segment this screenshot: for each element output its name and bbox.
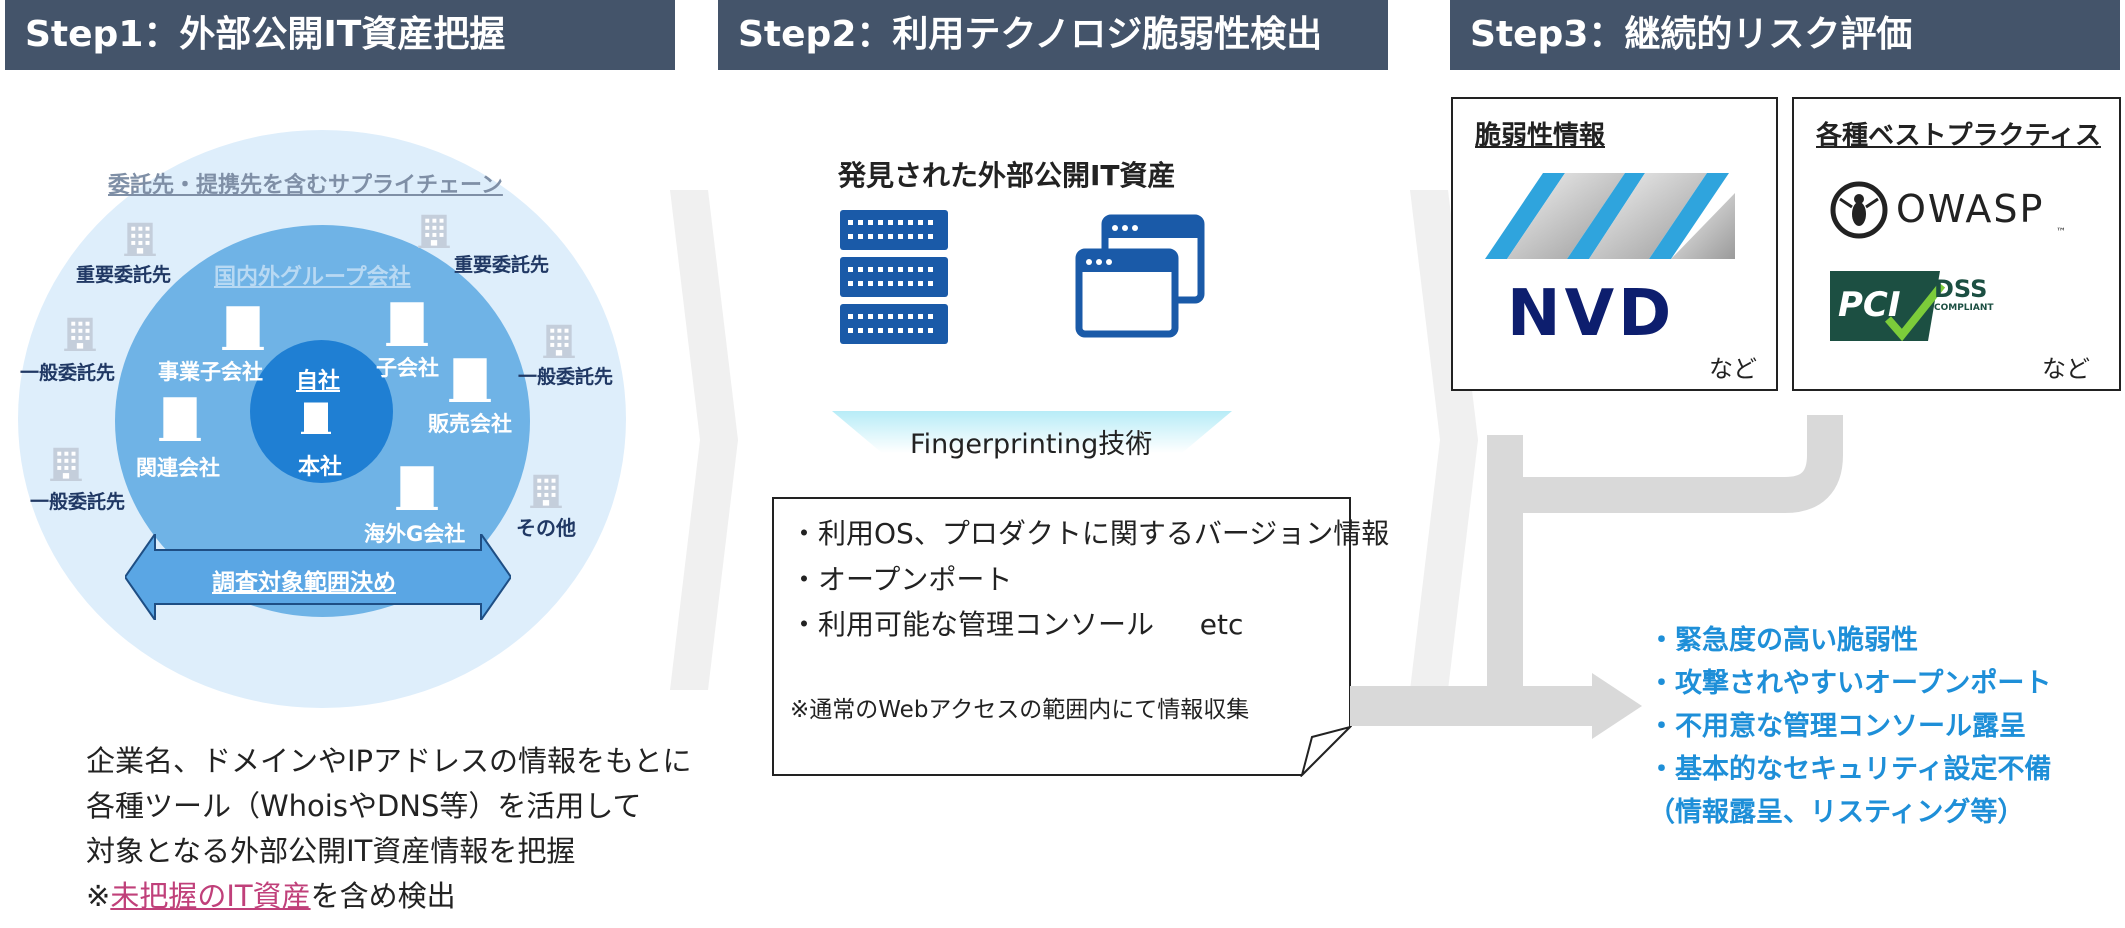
step1-header: Step1：外部公開IT資産把握 — [5, 0, 675, 70]
middle-item-overseas: 海外G会社 — [364, 522, 466, 546]
middle-item-sales: 販売会社 — [428, 412, 512, 436]
step3-title: Step3：継続的リスク評価 — [1470, 14, 1913, 55]
general-contractor-building-icon — [543, 320, 575, 358]
important-contractor-building-icon — [124, 218, 156, 256]
outer-item-general-contractor-left: 一般委託先 — [20, 362, 116, 384]
step2-title: Step2：利用テクノロジ脆弱性検出 — [738, 14, 1323, 55]
scope-definition-arrow — [125, 534, 511, 620]
findings-collection-note: ※通常のWebアクセスの範囲内にて情報収集 — [790, 697, 1250, 723]
vulnerability-info-title: 脆弱性情報 — [1475, 121, 1606, 151]
pci-dss-shield-icon — [1830, 271, 1946, 341]
middle-item-affiliate: 関連会社 — [136, 456, 220, 480]
other-building-icon — [530, 470, 562, 508]
owasp-wasp-icon — [1830, 181, 1888, 239]
step2-header: Step2：利用テクノロジ脆弱性検出 — [718, 0, 1388, 70]
sales-company-building-icon — [449, 352, 491, 402]
step1-to-step2-chevron — [670, 190, 738, 690]
result-item-attackable-ports: ・攻撃されやすいオープンポート — [1648, 668, 2052, 699]
vulnerability-info-etc: など — [1709, 355, 1757, 383]
step1-description-line3: 対象となる外部公開IT資産情報を把握 — [86, 834, 576, 868]
browser-windows-icon — [1075, 214, 1205, 338]
fingerprinting-beam — [832, 411, 1232, 453]
subsidiary-building-icon — [386, 296, 428, 346]
best-practices-title: 各種ベストプラクティス — [1816, 121, 2101, 151]
findings-item-open-ports: ・オープンポート — [790, 563, 1013, 596]
findings-note-box-frame — [772, 497, 1352, 777]
general-contractor-building-icon — [64, 313, 96, 351]
own-company-label: 自社 — [296, 369, 341, 394]
headquarters-label: 本社 — [298, 455, 343, 480]
step3-header: Step3：継続的リスク評価 — [1450, 0, 2120, 70]
headquarters-building-icon — [301, 396, 331, 436]
nvd-chevron-logo-icon — [1485, 173, 1735, 259]
step1-note: ※未把握のIT資産を含め検出 — [86, 873, 456, 915]
vulnerability-info-box: 脆弱性情報 NVD など — [1451, 97, 1778, 391]
middle-item-business-subsidiary: 事業子会社 — [158, 360, 263, 384]
result-item-urgent-vulnerabilities: ・緊急度の高い脆弱性 — [1648, 625, 1918, 656]
supply-chain-label: 委託先・提携先を含むサプライチェーン — [108, 173, 503, 198]
outer-item-general-contractor-lower: 一般委託先 — [30, 491, 126, 513]
group-companies-label: 国内外グループ会社 — [214, 265, 411, 290]
important-contractor-building-icon — [418, 210, 450, 248]
dss-compliant-text: COMPLIANT — [1934, 303, 1994, 313]
discovered-assets-title: 発見された外部公開IT資産 — [838, 159, 1176, 192]
subsidiary-business-building-icon — [222, 300, 264, 350]
middle-item-subsidiary: 子会社 — [376, 356, 439, 380]
general-contractor-building-icon — [50, 443, 82, 481]
best-practice-connector — [1500, 415, 1843, 513]
findings-item-admin-console: ・利用可能な管理コンソール etc — [790, 608, 1244, 641]
result-item-security-misconfig: ・基本的なセキュリティ設定不備 — [1648, 754, 2052, 785]
unmanaged-assets-link: 未把握のIT資産 — [110, 879, 311, 913]
step1-description-line1: 企業名、ドメインやIPアドレスの情報をもとに — [86, 744, 692, 778]
scope-definition-label: 調査対象範囲決め — [212, 570, 396, 596]
nvd-logo-text: NVD — [1507, 277, 1676, 351]
best-practices-etc: など — [2042, 355, 2090, 383]
dss-logo-text: DSS — [1934, 275, 1988, 303]
outer-item-general-contractor-right: 一般委託先 — [518, 366, 614, 388]
step1-note-prefix: ※ — [86, 879, 111, 913]
step1-title: Step1：外部公開IT資産把握 — [25, 14, 506, 55]
step1-note-suffix: を含め検出 — [310, 879, 456, 913]
result-item-misconfig-examples: （情報露呈、リスティング等） — [1648, 797, 2025, 828]
server-rack-icon — [840, 210, 948, 344]
best-practices-box: 各種ベストプラクティス OWASP ™ PCI DSS COMPLIANT など — [1792, 97, 2121, 391]
outer-item-other: その他 — [516, 516, 576, 540]
findings-item-version-info: ・利用OS、プロダクトに関するバージョン情報 — [790, 517, 1390, 550]
outer-item-important-contractor-left: 重要委託先 — [76, 264, 172, 286]
owasp-logo-text: OWASP — [1896, 187, 2045, 231]
fingerprinting-label: Fingerprinting技術 — [910, 429, 1153, 460]
outer-item-important-contractor-right: 重要委託先 — [454, 254, 550, 276]
owasp-trademark: ™ — [2056, 227, 2066, 238]
step1-description-line2: 各種ツール（WhoisやDNS等）を活用して — [86, 789, 642, 823]
pci-logo-text: PCI — [1838, 285, 1901, 325]
result-item-exposed-admin-console: ・不用意な管理コンソール露呈 — [1648, 711, 2026, 742]
affiliate-building-icon — [159, 391, 201, 441]
overseas-company-building-icon — [396, 460, 438, 510]
